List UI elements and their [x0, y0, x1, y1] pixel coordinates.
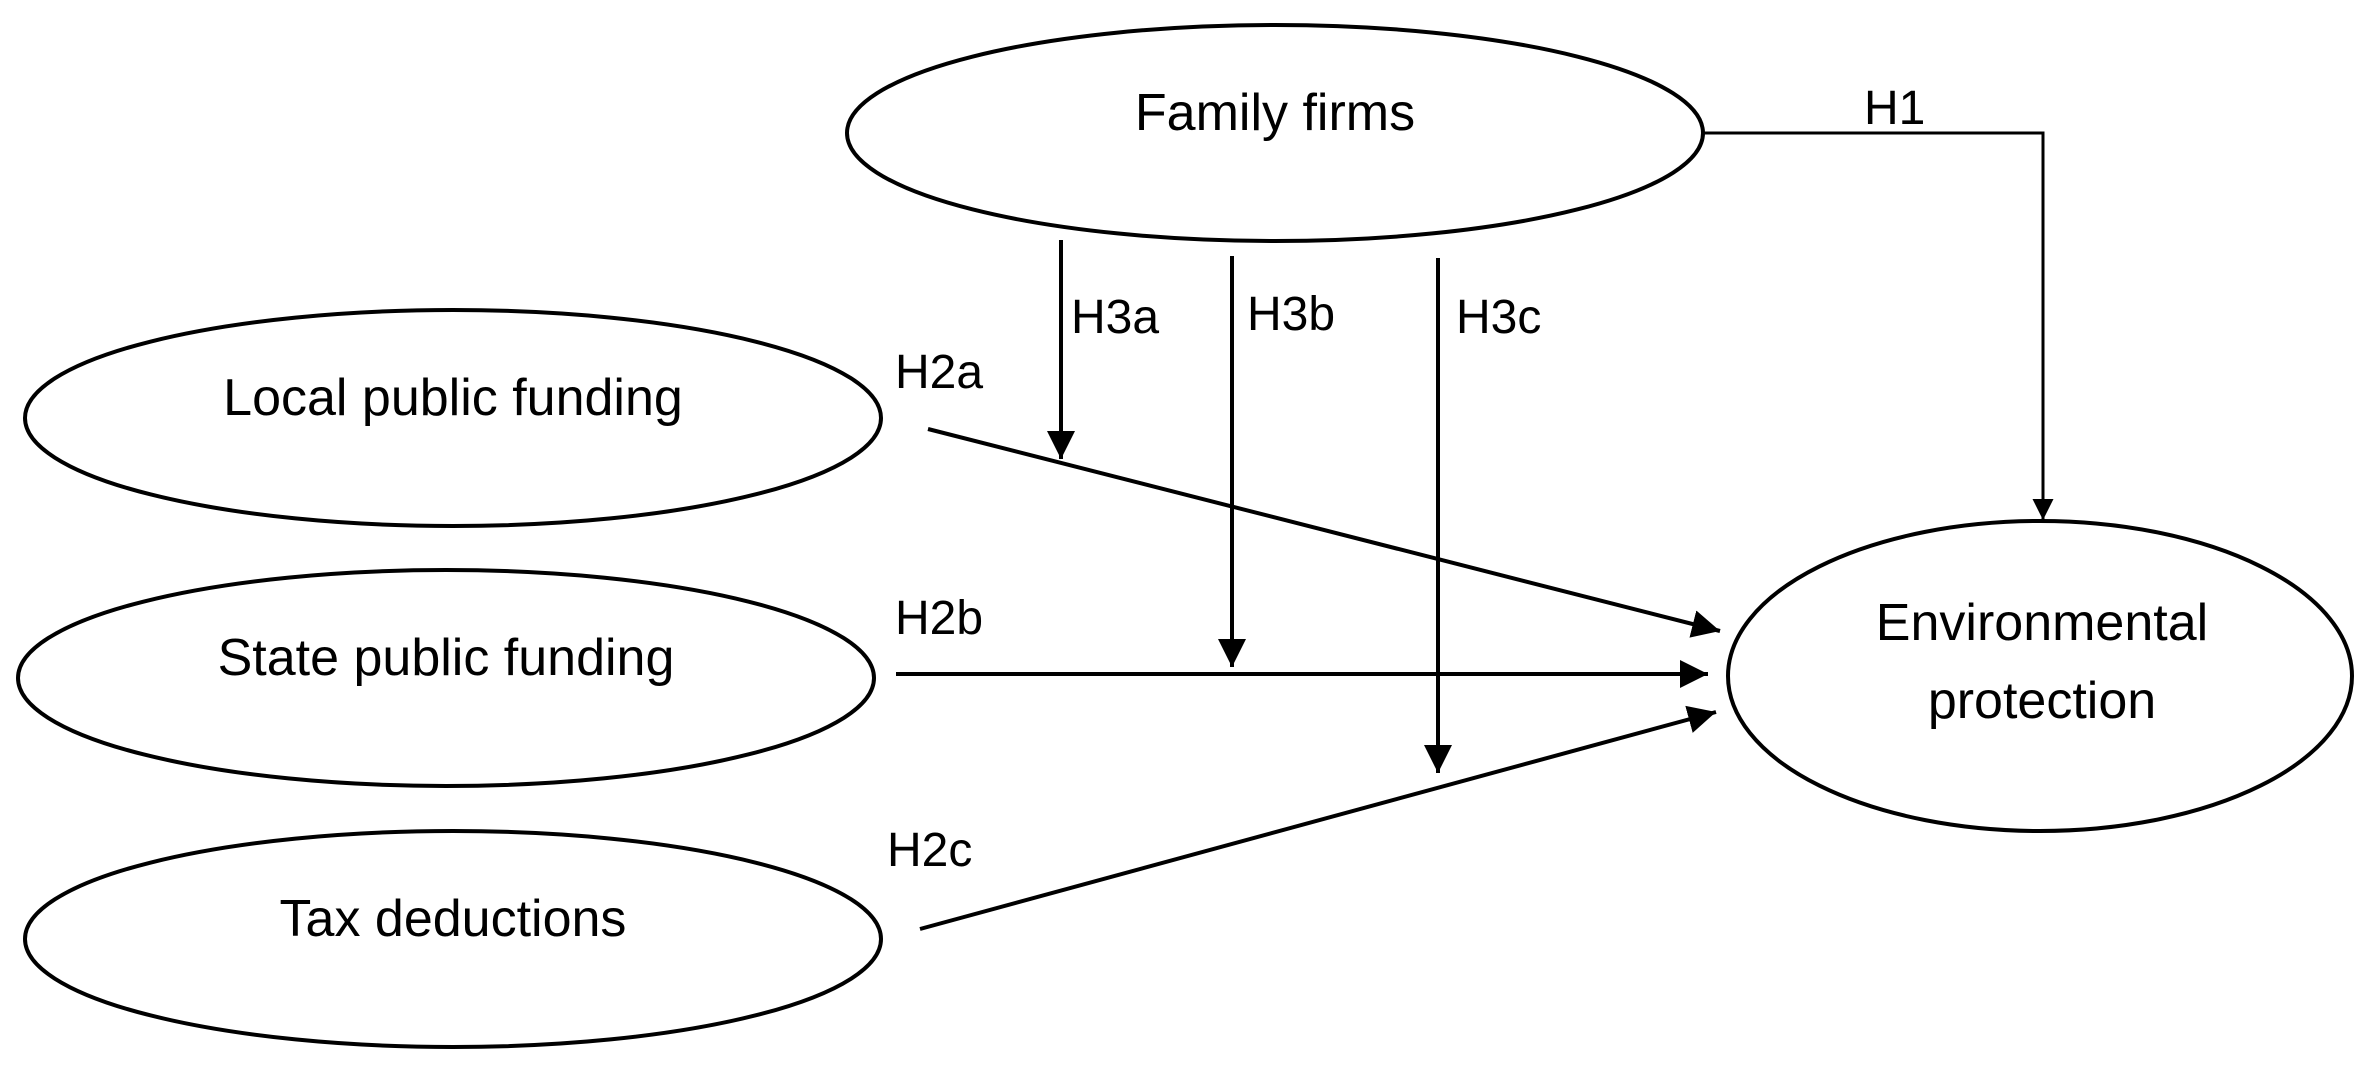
h2c-label: H2c — [887, 824, 972, 877]
h1-connector-line — [1703, 131, 2054, 520]
edge-h3a: H3a — [1047, 240, 1159, 459]
edge-h2c: H2c — [887, 705, 1717, 931]
h2c-arrow-line — [919, 705, 1717, 931]
state-public-funding-label: State public funding — [218, 629, 675, 687]
local-public-funding-label: Local public funding — [223, 369, 683, 427]
h1-label: H1 — [1864, 82, 1925, 135]
family-firms-label: Family firms — [1135, 84, 1415, 142]
environmental-protection-label-line2: protection — [1928, 672, 2156, 730]
edge-h3c: H3c — [1424, 258, 1541, 773]
node-tax-deductions: Tax deductions — [23, 829, 883, 1049]
node-family-firms: Family firms — [845, 23, 1705, 243]
environmental-protection-label-line1: Environmental — [1876, 594, 2208, 652]
environmental-protection-ellipse — [1726, 519, 2354, 833]
local-public-funding-ellipse — [23, 308, 883, 528]
edge-h2b: H2b — [895, 592, 1708, 688]
node-state-public-funding: State public funding — [16, 568, 876, 788]
edge-h2a: H2a — [895, 346, 1721, 638]
edge-h3b: H3b — [1218, 256, 1335, 667]
h2a-arrow-line — [927, 427, 1721, 638]
h2a-label: H2a — [895, 346, 983, 399]
h3c-label: H3c — [1456, 291, 1541, 344]
h3a-label: H3a — [1071, 291, 1159, 344]
state-public-funding-ellipse — [16, 568, 876, 788]
edge-h1: H1 — [1703, 82, 2054, 520]
h3b-label: H3b — [1247, 288, 1335, 341]
tax-deductions-ellipse — [23, 829, 883, 1049]
tax-deductions-label: Tax deductions — [280, 890, 627, 948]
node-environmental-protection: Environmental protection — [1726, 519, 2354, 833]
node-local-public-funding: Local public funding — [23, 308, 883, 528]
h2b-label: H2b — [895, 592, 983, 645]
